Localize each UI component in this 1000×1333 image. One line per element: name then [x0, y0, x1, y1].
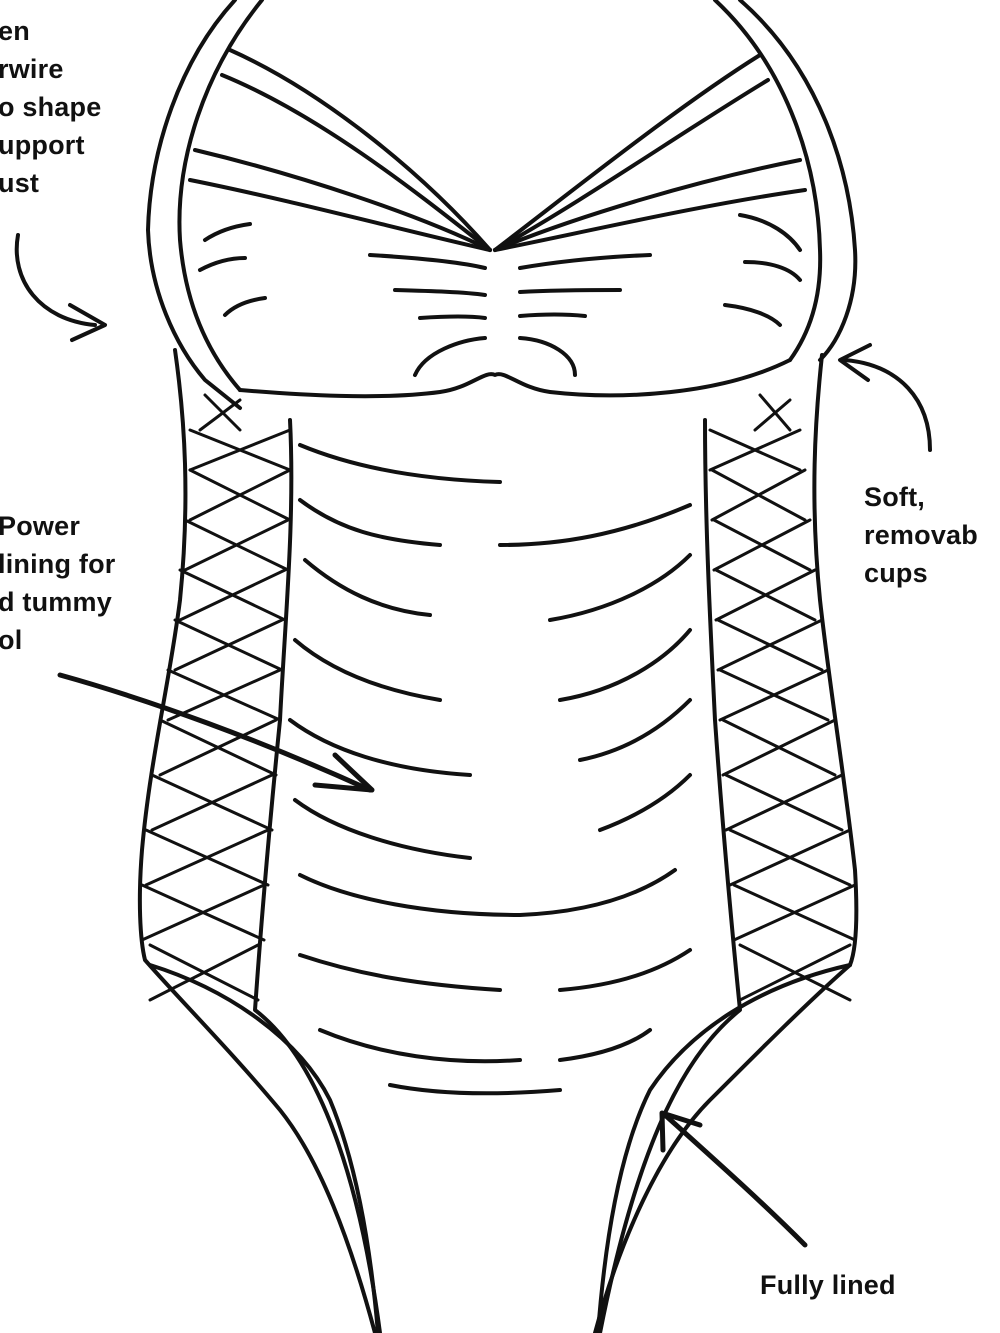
power-lining-annotation: Power lining for d tummy ol: [0, 507, 115, 659]
right-cup-top-seam-2: [493, 78, 770, 252]
arrow-lined-head: [659, 1110, 703, 1153]
left-panel-edge: [253, 418, 382, 1333]
left-cup-band-2: [188, 178, 492, 252]
arrow-cups-head: [838, 343, 872, 382]
cups-line-1: Soft,: [864, 482, 925, 512]
underwire-line-1: en: [0, 16, 30, 46]
power-line-3: d tummy: [0, 587, 112, 617]
arrow-power: [57, 672, 373, 793]
arrow-lined: [662, 1112, 808, 1248]
right-panel-edge: [598, 418, 742, 1333]
underwire-line-2: rwire: [0, 54, 64, 84]
left-strap-outer: [146, 0, 242, 410]
cups-line-2: removab: [864, 520, 978, 550]
fully-lined-annotation: Fully lined: [760, 1266, 896, 1304]
left-lattice: [140, 393, 292, 1002]
right-strap-outer: [738, 0, 858, 362]
left-cup-top-seam-2: [220, 73, 492, 252]
right-leg-line: [596, 963, 852, 1333]
fully-lined-text: Fully lined: [760, 1270, 896, 1300]
arrow-power-head: [312, 752, 375, 793]
arrow-cups: [843, 358, 932, 452]
left-cup-top-seam: [228, 48, 492, 252]
right-cup-band-2: [493, 188, 807, 252]
left-strap-inner: [177, 0, 264, 392]
arrow-underwire: [14, 233, 97, 327]
right-body-outline: [593, 353, 859, 1333]
bust-bottom: [238, 358, 792, 399]
cups-line-3: cups: [864, 558, 928, 588]
power-line-4: ol: [0, 625, 23, 655]
power-line-2: lining for: [0, 549, 116, 579]
left-cup-band: [193, 148, 492, 252]
right-lattice: [708, 393, 857, 1002]
right-strap-inner: [713, 0, 823, 362]
underwire-line-5: ust: [0, 168, 40, 198]
power-line-1: Power: [0, 511, 81, 541]
cups-annotation: Soft, removab cups: [864, 478, 978, 592]
arrow-underwire-head: [68, 303, 107, 342]
left-body-outline: [137, 348, 377, 1333]
underwire-annotation: en rwire o shape upport ust: [0, 12, 101, 202]
left-leg-line: [148, 963, 380, 1333]
underwire-line-3: o shape: [0, 92, 102, 122]
right-cup-band: [493, 158, 802, 252]
right-cup-top-seam: [493, 53, 762, 252]
underwire-line-4: upport: [0, 130, 85, 160]
